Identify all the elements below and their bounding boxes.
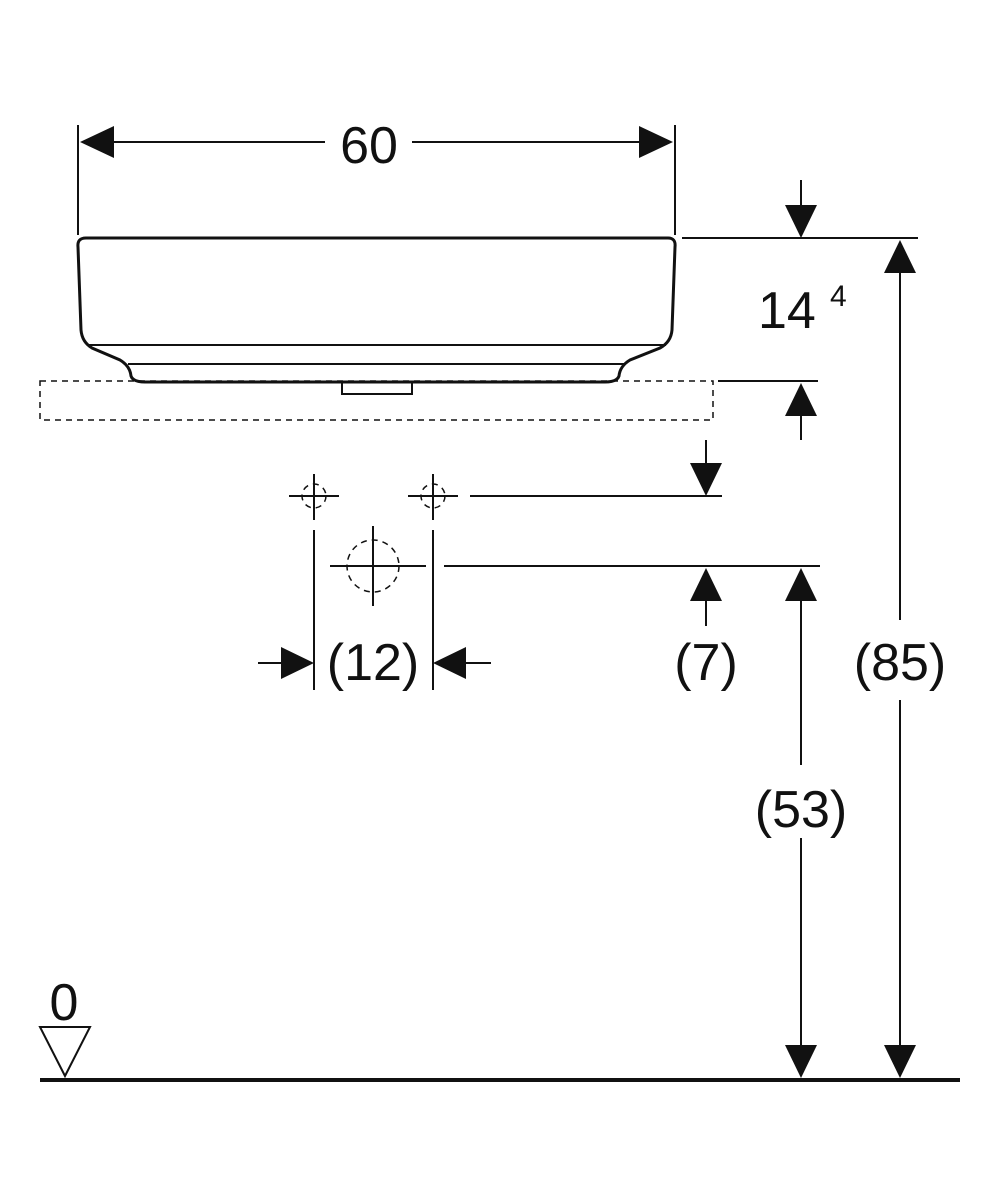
countertop-dashed [39, 380, 714, 421]
width-dimension [77, 125, 676, 235]
total-height-dimension [884, 240, 916, 1078]
basin-height-main: 14 [758, 282, 816, 340]
drain-hole [330, 526, 426, 606]
basin-height-superscript: 4 [830, 280, 847, 313]
tap-offset-label: (7) [674, 634, 738, 692]
drain-height-label: (53) [755, 781, 847, 839]
tap-offset-dimension [690, 568, 722, 626]
total-height-label: (85) [854, 634, 946, 692]
tap-spacing-dimension [258, 530, 491, 690]
floor-level-triangle-icon [38, 1026, 92, 1079]
tap-hole-right [408, 474, 458, 520]
basin-outline [76, 236, 677, 384]
tap-hole-left [289, 474, 339, 520]
basin-height-label: 14 [758, 282, 816, 340]
tap-reference-line [470, 440, 722, 497]
drain-height-dimension [785, 568, 817, 1078]
floor-level-label: 0 [50, 974, 79, 1032]
basin-height-dimension [682, 180, 918, 440]
drain-outlet [341, 382, 413, 395]
width-label: 60 [340, 117, 398, 175]
tap-spacing-label: (12) [327, 634, 419, 692]
